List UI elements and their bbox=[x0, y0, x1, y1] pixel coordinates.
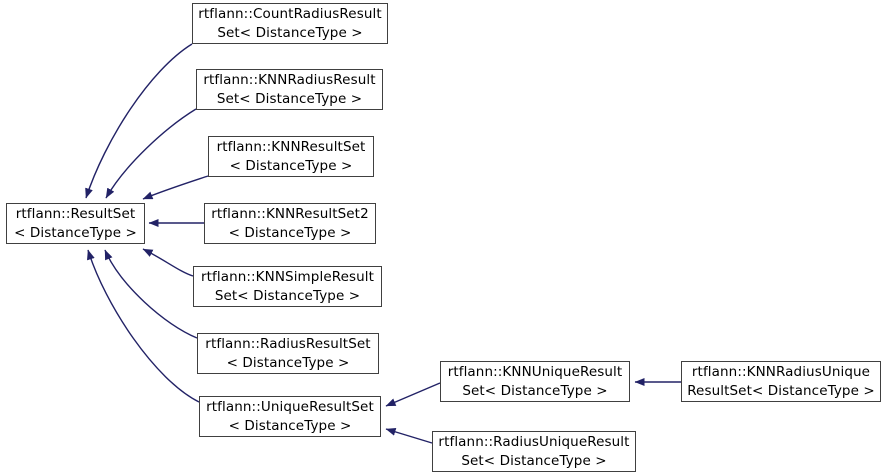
edge-knnsimpleresultset-to-resultset bbox=[142, 248, 194, 277]
class-node-knnradiusuniqueresultset-line1: rtflann::KNNRadiusUnique bbox=[691, 363, 871, 380]
class-node-radiusuniqueresultset[interactable]: rtflann::RadiusUniqueResult Set< Distanc… bbox=[432, 431, 636, 472]
class-node-radiusresultset-line2: < DistanceType > bbox=[226, 354, 350, 371]
class-node-uniqueresultset[interactable]: rtflann::UniqueResultSet < DistanceType … bbox=[199, 396, 381, 437]
class-node-radiusresultset-line1: rtflann::RadiusResultSet bbox=[205, 335, 371, 352]
class-node-knnradiusresultset-line2: Set< DistanceType > bbox=[216, 90, 363, 107]
class-node-knnuniqueresultset[interactable]: rtflann::KNNUniqueResult Set< DistanceTy… bbox=[440, 361, 630, 402]
class-node-knnsimpleresultset-line2: Set< DistanceType > bbox=[214, 287, 361, 304]
class-node-resultset-line2: < DistanceType > bbox=[14, 224, 137, 241]
class-node-knnsimpleresultset[interactable]: rtflann::KNNSimpleResult Set< DistanceTy… bbox=[193, 266, 382, 307]
edge-uniqueresultset-to-resultset bbox=[87, 249, 200, 403]
class-node-uniqueresultset-line2: < DistanceType > bbox=[228, 417, 352, 434]
class-node-knnresultset2-line2: < DistanceType > bbox=[228, 224, 352, 241]
class-node-knnuniqueresultset-line2: Set< DistanceType > bbox=[462, 382, 608, 399]
class-node-knnresultset2[interactable]: rtflann::KNNResultSet2 < DistanceType > bbox=[204, 203, 376, 244]
class-node-resultset-line1: rtflann::ResultSet bbox=[15, 205, 136, 222]
class-node-knnresultset-line2: < DistanceType > bbox=[229, 157, 353, 174]
class-node-radiusuniqueresultset-line2: Set< DistanceType > bbox=[461, 452, 607, 469]
class-node-uniqueresultset-line1: rtflann::UniqueResultSet bbox=[206, 398, 374, 415]
class-node-knnradiusresultset-line1: rtflann::KNNRadiusResult bbox=[203, 71, 376, 88]
edge-knnuniqueresultset-to-uniqueresultset bbox=[385, 382, 441, 407]
class-node-knnsimpleresultset-line1: rtflann::KNNSimpleResult bbox=[200, 268, 375, 285]
class-node-countradiusresultset[interactable]: rtflann::CountRadiusResult Set< Distance… bbox=[192, 3, 388, 44]
class-node-knnradiusresultset[interactable]: rtflann::KNNRadiusResult Set< DistanceTy… bbox=[196, 69, 383, 110]
class-node-resultset[interactable]: rtflann::ResultSet < DistanceType > bbox=[6, 203, 145, 244]
class-node-knnresultset-line1: rtflann::KNNResultSet bbox=[216, 138, 366, 155]
class-node-knnresultset[interactable]: rtflann::KNNResultSet < DistanceType > bbox=[208, 136, 374, 177]
class-node-countradiusresultset-line1: rtflann::CountRadiusResult bbox=[198, 5, 382, 22]
class-node-knnradiusuniqueresultset[interactable]: rtflann::KNNRadiusUnique ResultSet< Dist… bbox=[681, 361, 881, 402]
class-node-knnradiusuniqueresultset-line2: ResultSet< DistanceType > bbox=[687, 382, 875, 399]
class-node-knnresultset2-line1: rtflann::KNNResultSet2 bbox=[211, 205, 369, 222]
edge-knnradiusresultset-to-resultset bbox=[105, 108, 197, 199]
class-node-radiusuniqueresultset-line1: rtflann::RadiusUniqueResult bbox=[438, 433, 630, 450]
edge-radiusuniqueresultset-to-uniqueresultset bbox=[385, 427, 433, 444]
edge-countradiusresultset-to-resultset bbox=[85, 43, 193, 199]
class-node-countradiusresultset-line2: Set< DistanceType > bbox=[217, 24, 363, 41]
class-node-knnuniqueresultset-line1: rtflann::KNNUniqueResult bbox=[447, 363, 623, 380]
edge-knnresultset-to-resultset bbox=[142, 175, 209, 200]
class-node-radiusresultset[interactable]: rtflann::RadiusResultSet < DistanceType … bbox=[197, 333, 379, 374]
edge-radiusresultset-to-resultset bbox=[104, 249, 198, 339]
